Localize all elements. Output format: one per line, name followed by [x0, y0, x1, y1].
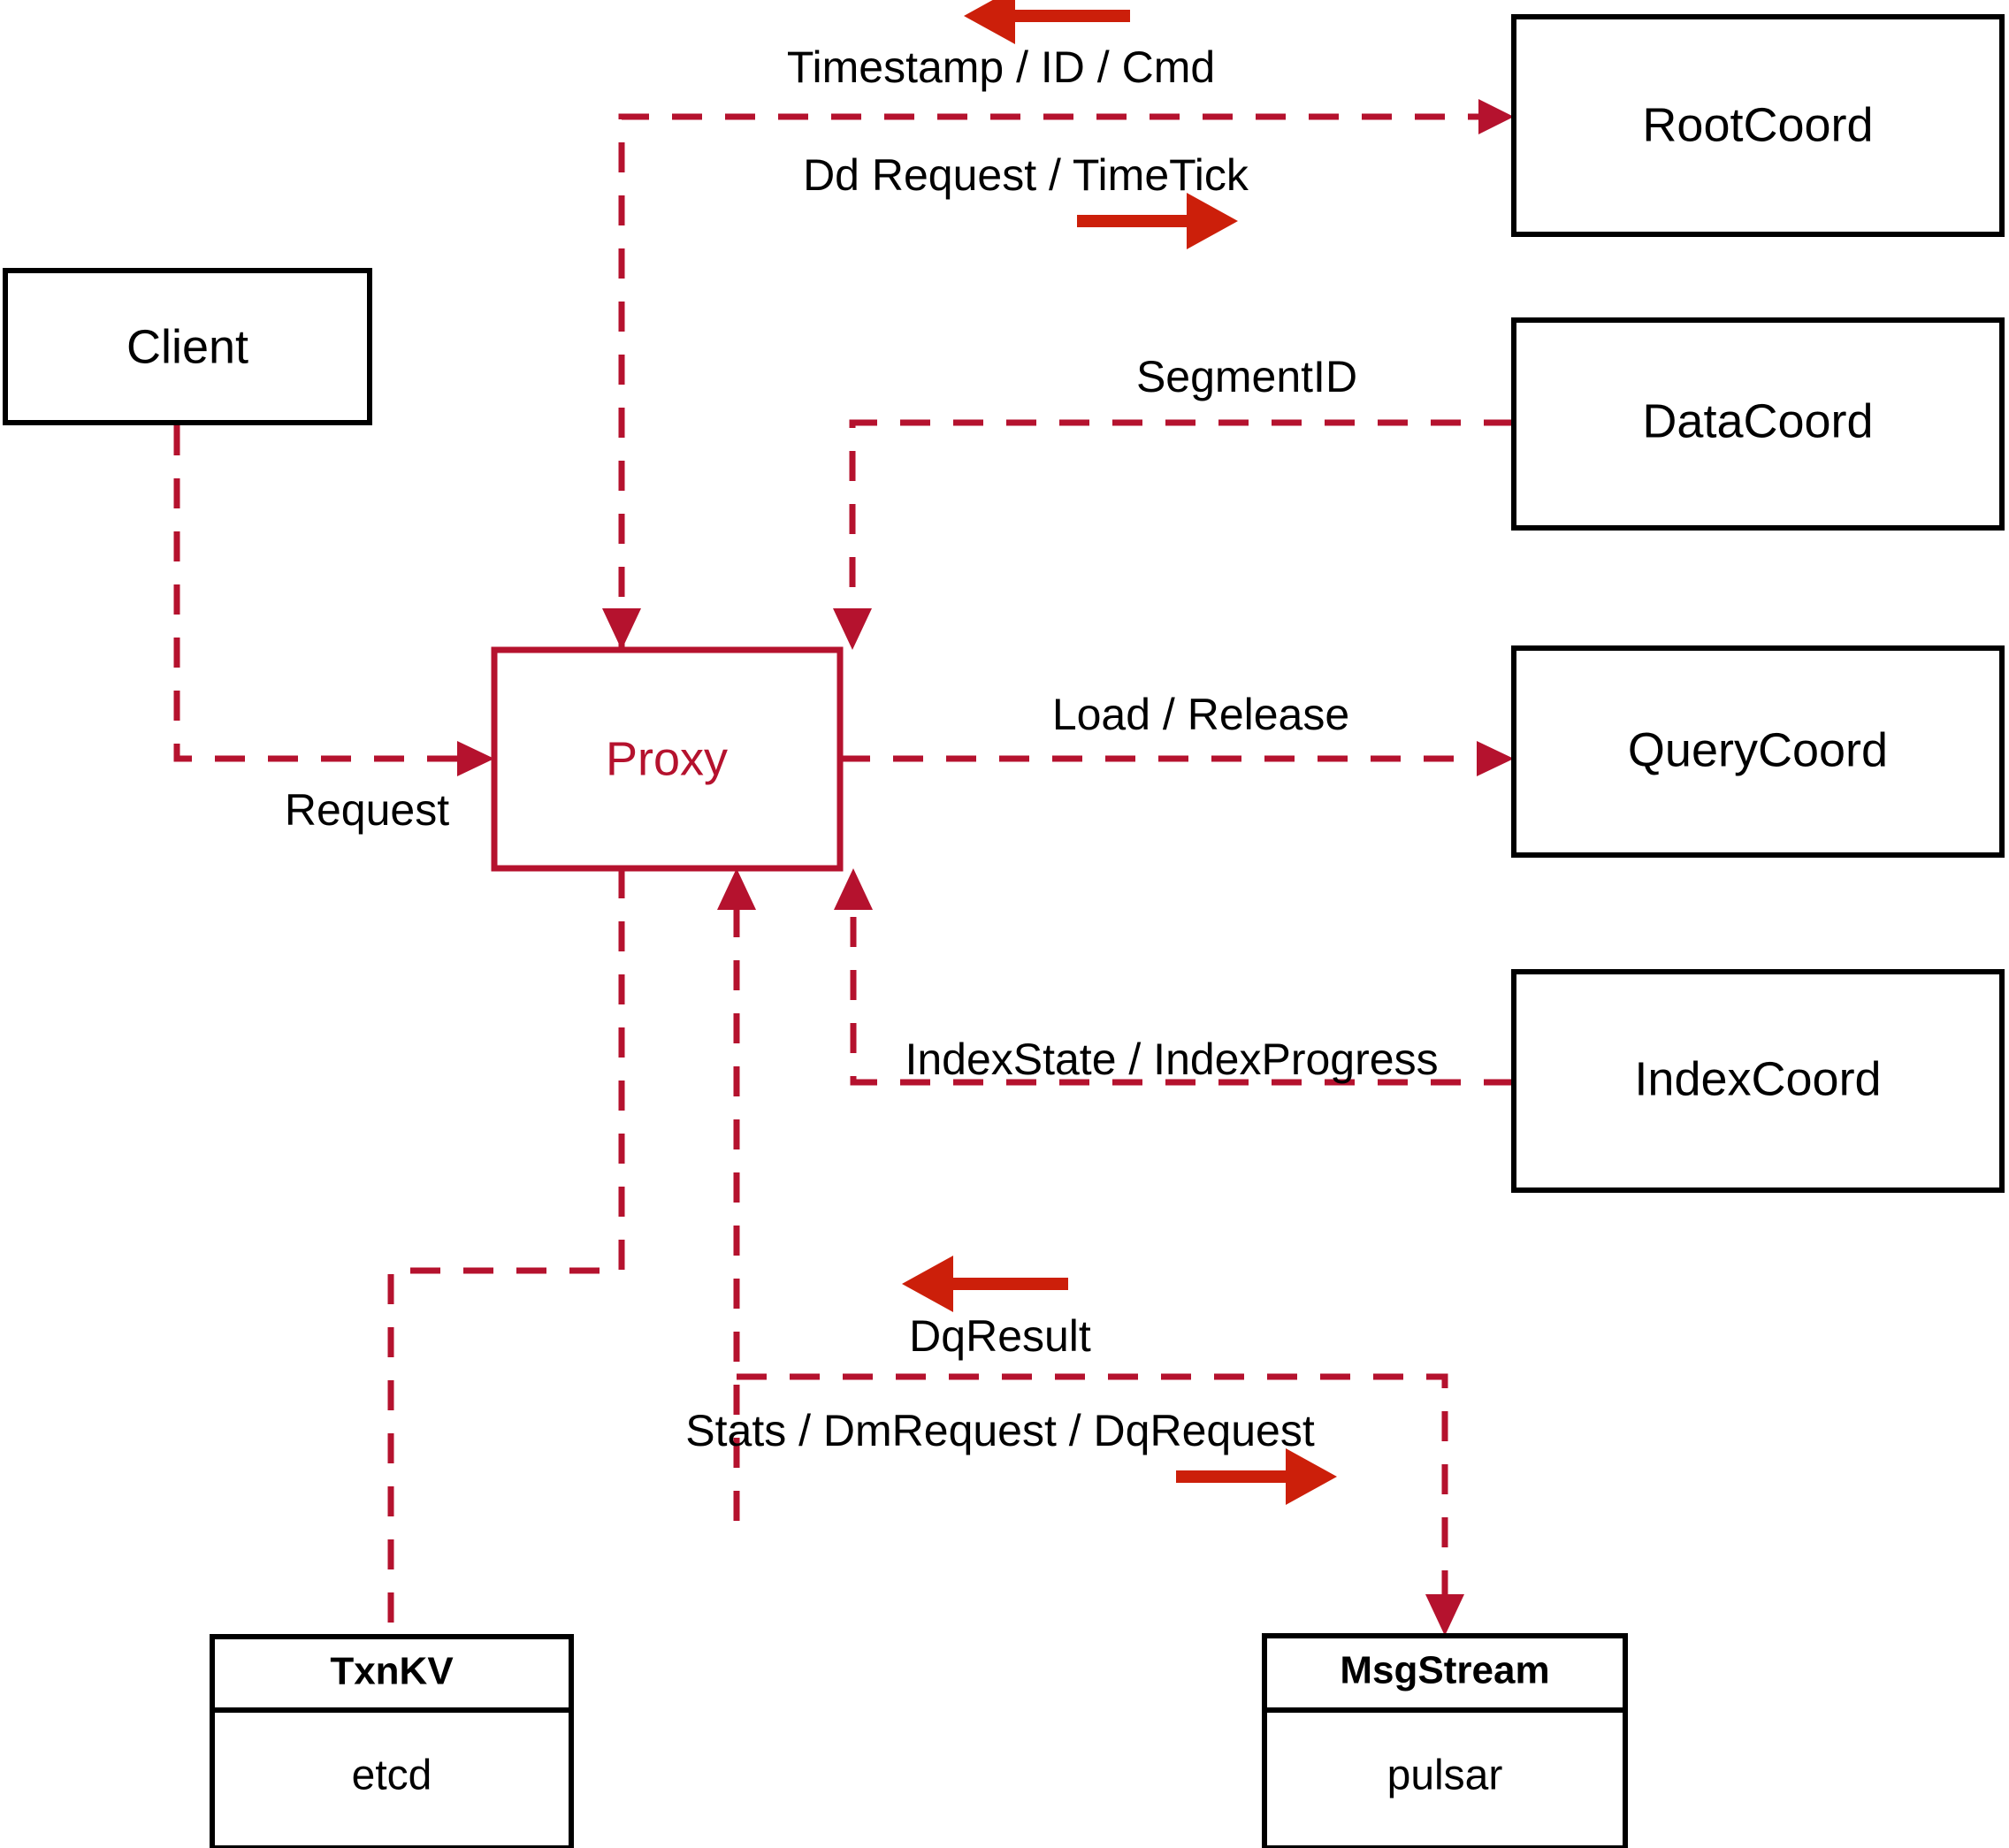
- annotation-arrow-left-top-head: [964, 0, 1015, 44]
- node-client-box[interactable]: [3, 268, 372, 425]
- node-msgstream[interactable]: MsgStream pulsar: [1262, 1633, 1628, 1848]
- edge-timestamp-id-cmd-arrowhead: [602, 608, 641, 650]
- edge-label-dd-request-timetick: Dd Request / TimeTick: [803, 150, 1249, 200]
- edge-segment-id-path: [849, 419, 1514, 619]
- edge-request: [173, 425, 494, 776]
- node-msgstream-box[interactable]: [1262, 1633, 1628, 1848]
- edge-index-state-progress-path: [850, 902, 1514, 1086]
- edge-load-release: [840, 741, 1514, 776]
- node-proxy[interactable]: Proxy: [491, 646, 844, 872]
- edge-stats-dm-dq-request-path: [737, 1373, 1448, 1602]
- edge-load-release-arrowhead: [1477, 741, 1514, 776]
- annotation-arrow-right-top: [1077, 193, 1238, 249]
- edge-index-state-progress: [834, 868, 1514, 1086]
- node-txnkv-box[interactable]: [210, 1634, 574, 1848]
- edge-label-timestamp-id-cmd: Timestamp / ID / Cmd: [787, 42, 1215, 92]
- node-data-coord-box[interactable]: [1511, 317, 2005, 531]
- node-query-coord-label: QueryCoord: [1628, 723, 1888, 776]
- edge-stats-dm-dq-request: [737, 1373, 1464, 1636]
- node-root-coord[interactable]: RootCoord: [1511, 14, 2005, 237]
- node-msgstream-title: MsgStream: [1340, 1649, 1549, 1692]
- edge-label-stats-dm-dq-request: Stats / DmRequest / DqRequest: [685, 1406, 1315, 1455]
- edge-dd-request-timetick-arrowhead: [1478, 99, 1514, 134]
- node-client[interactable]: Client: [3, 268, 372, 425]
- annotation-arrow-right-bottom-head: [1286, 1448, 1337, 1505]
- edge-proxy-txnkv: [387, 868, 625, 1637]
- node-client-label: Client: [126, 320, 248, 373]
- edge-label-dq-result: DqResult: [909, 1311, 1091, 1361]
- edge-index-state-progress-arrowhead: [834, 868, 873, 910]
- edge-stats-dm-dq-request-arrowhead: [1425, 1594, 1464, 1636]
- edge-proxy-txnkv-path: [387, 868, 625, 1637]
- edge-dd-request-timetick-path: [618, 113, 1503, 650]
- node-root-coord-box[interactable]: [1511, 14, 2005, 237]
- edge-segment-id-arrowhead: [833, 608, 872, 650]
- node-query-coord[interactable]: QueryCoord: [1511, 645, 2005, 858]
- node-root-coord-label: RootCoord: [1642, 98, 1873, 151]
- edge-label-index-state-progress: IndexState / IndexProgress: [905, 1035, 1438, 1084]
- node-txnkv-impl: etcd: [352, 1753, 432, 1799]
- annotation-arrow-right-bottom: [1176, 1448, 1337, 1505]
- edge-request-path: [173, 425, 477, 762]
- node-msgstream-impl: pulsar: [1387, 1753, 1503, 1799]
- annotation-arrow-left-top: [964, 0, 1130, 44]
- annotation-arrow-left-bottom: [902, 1256, 1068, 1312]
- node-txnkv-title: TxnKV: [330, 1650, 454, 1693]
- edge-segment-id: [833, 419, 1514, 650]
- node-txnkv[interactable]: TxnKV etcd: [210, 1634, 574, 1848]
- edge-label-request: Request: [285, 785, 449, 835]
- edge-request-arrowhead: [457, 741, 494, 776]
- node-index-coord-box[interactable]: [1511, 969, 2005, 1193]
- node-data-coord-label: DataCoord: [1642, 394, 1873, 447]
- node-proxy-label: Proxy: [606, 732, 728, 785]
- edge-dq-result-arrowhead: [717, 868, 756, 910]
- annotation-arrow-right-top-head: [1187, 193, 1238, 249]
- node-proxy-box[interactable]: [491, 646, 844, 872]
- node-index-coord[interactable]: IndexCoord: [1511, 969, 2005, 1193]
- node-data-coord[interactable]: DataCoord: [1511, 317, 2005, 531]
- annotation-arrow-left-bottom-head: [902, 1256, 953, 1312]
- edge-timestamp-id-cmd: [602, 608, 641, 650]
- node-query-coord-box[interactable]: [1511, 645, 2005, 858]
- edge-label-segment-id: SegmentID: [1136, 352, 1357, 401]
- edge-dd-request-timetick: [618, 99, 1514, 650]
- edge-dq-result: [717, 868, 756, 1521]
- edge-label-load-release: Load / Release: [1052, 690, 1349, 739]
- node-index-coord-label: IndexCoord: [1634, 1052, 1881, 1105]
